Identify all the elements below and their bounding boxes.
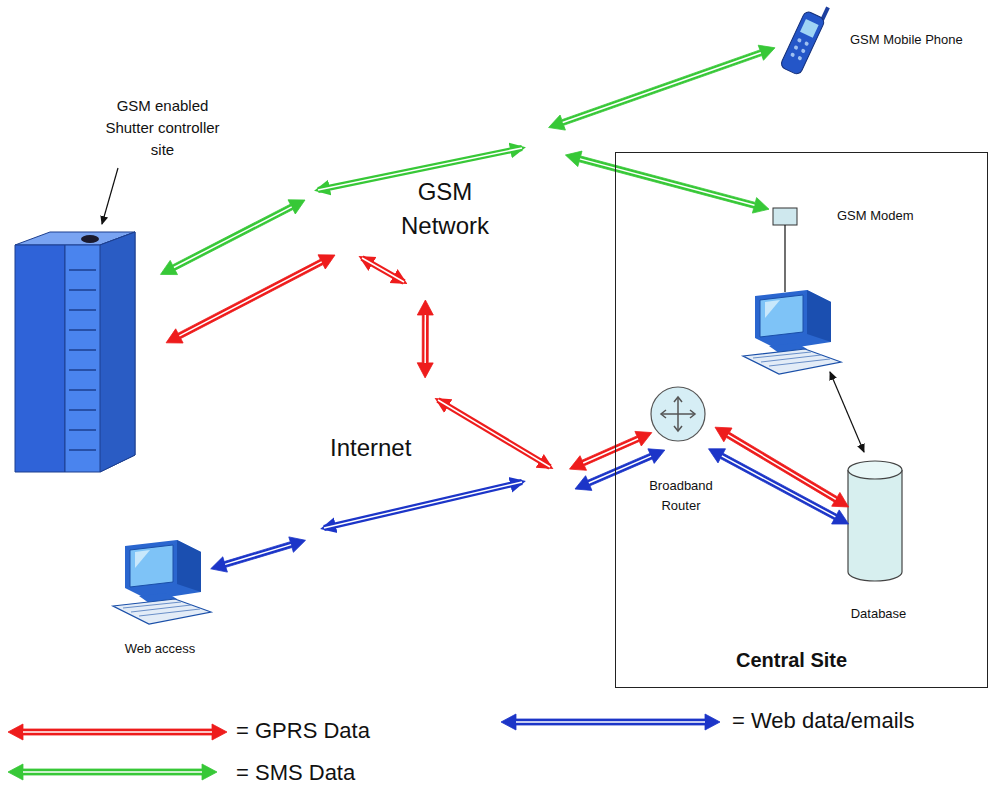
server-tower <box>15 232 135 472</box>
node-label: Web access <box>95 641 225 657</box>
node-label: Internet <box>330 433 460 463</box>
legend-label: = Web data/emails <box>732 708 914 734</box>
node-label: Broadband Router <box>636 476 726 516</box>
legend-label: = GPRS Data <box>236 718 370 744</box>
data-link-arrow <box>715 427 849 507</box>
site-box: Central Site GSM ModemBroadband RouterDat… <box>615 152 988 688</box>
node-label: GSM Network <box>390 175 500 243</box>
site-node: GSM enabled Shutter controller site <box>10 92 233 472</box>
db-link <box>830 372 864 452</box>
data-link-arrow <box>211 537 306 572</box>
router-icon <box>651 387 705 441</box>
node-label: GSM Modem <box>837 208 937 224</box>
data-link-arrow <box>709 449 849 524</box>
data-link-arrow <box>166 255 335 343</box>
network-cloud: Internet <box>300 375 575 660</box>
data-link-arrow <box>417 300 433 378</box>
database-cylinder <box>848 461 902 581</box>
legend-arrow <box>5 760 237 784</box>
cloud-arrows <box>318 148 550 528</box>
modem-node: GSM Modem <box>769 204 949 230</box>
cloud-shape <box>300 375 575 660</box>
node-label: GSM enabled Shutter controller site <box>95 95 230 161</box>
legend-arrow <box>498 710 730 734</box>
computer-icon <box>113 540 211 624</box>
router-node: Broadband Router <box>636 384 729 519</box>
legend-arrow <box>5 720 237 744</box>
data-link-arrow <box>161 200 306 275</box>
modem-box <box>773 208 797 225</box>
node-label: Central Site <box>736 648 896 672</box>
phone-node: GSM Mobile Phone <box>775 5 985 80</box>
network-cloud: GSM Network <box>305 80 585 330</box>
computer-node: Web access <box>95 535 228 660</box>
label-pointer <box>102 168 118 224</box>
database-node: Database <box>831 456 929 626</box>
data-link-arrow <box>549 45 775 130</box>
computer-icon <box>743 290 841 374</box>
node-label: GSM Mobile Phone <box>850 32 980 48</box>
legend-label: = SMS Data <box>236 760 355 786</box>
data-link-arrow <box>565 151 769 213</box>
node-label: Database <box>831 606 926 622</box>
mobile-phone-icon <box>780 0 831 76</box>
modem-wire <box>784 225 785 292</box>
